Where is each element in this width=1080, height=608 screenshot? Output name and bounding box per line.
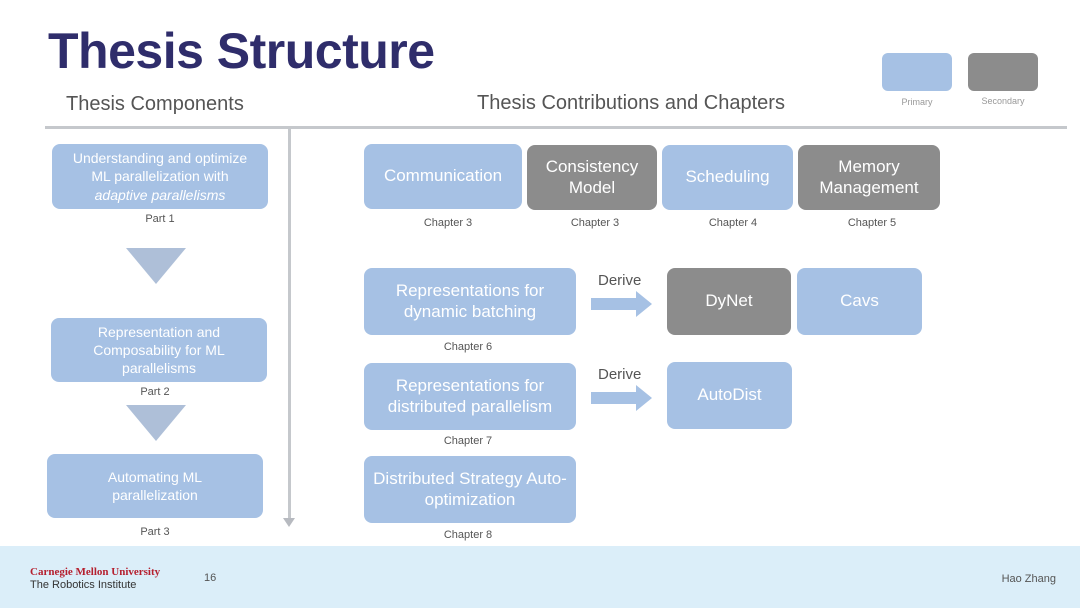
caption-distributed-parallelism: Chapter 7 (443, 435, 493, 447)
component-part-2: Representation and Composability for ML … (51, 318, 267, 382)
box-distributed-parallelism: Representations for distributed parallel… (364, 363, 576, 430)
box-dynamic-batching: Representations for dynamic batching (364, 268, 576, 335)
derive-arrow-icon (591, 392, 637, 404)
subtitle-thesis-components: Thesis Components (66, 93, 244, 115)
box-consistency-model: Consistency Model (527, 145, 657, 210)
down-arrow-icon (126, 405, 186, 441)
institute-name: The Robotics Institute (30, 579, 137, 591)
header-divider (45, 126, 1067, 129)
caption-strategy-auto-optimization: Chapter 8 (443, 529, 493, 541)
caption-consistency-model: Chapter 3 (570, 217, 620, 229)
component-part-3: Automating ML parallelization (47, 454, 263, 518)
box-scheduling: Scheduling (662, 145, 793, 210)
derive-arrow-head-icon (636, 385, 652, 411)
cmu-logo-text: Carnegie Mellon University (30, 566, 161, 578)
page-number: 16 (204, 572, 217, 584)
down-arrow-icon (126, 248, 186, 284)
derive-arrow-icon (591, 298, 637, 310)
box-communication: Communication (364, 144, 522, 209)
box-cavs: Cavs (797, 268, 922, 335)
timeline-divider (288, 128, 291, 520)
component-part-3-line-2: parallelization (112, 487, 198, 503)
box-autodist: AutoDist (667, 362, 792, 429)
component-part-1: Understanding and optimize ML paralleliz… (52, 144, 268, 209)
derive-label: Derive (598, 272, 642, 289)
slide-title: Thesis Structure (48, 23, 435, 79)
component-part-1-caption: Part 1 (145, 213, 175, 225)
timeline-arrow-icon (283, 518, 295, 527)
legend-secondary-label: Secondary (981, 96, 1025, 106)
legend-primary-label: Primary (901, 97, 933, 107)
component-part-2-line-3: parallelisms (122, 360, 196, 377)
component-part-2-line-2: Composability for ML (93, 341, 225, 358)
box-memory-management: Memory Management (798, 145, 940, 210)
subtitle-contributions: Thesis Contributions and Chapters (477, 92, 785, 114)
component-part-3-line-1: Automating ML (107, 468, 203, 485)
box-strategy-auto-optimization: Distributed Strategy Auto-optimization (364, 456, 576, 523)
footer-bar: Carnegie Mellon University The Robotics … (0, 546, 1080, 608)
caption-memory-management: Chapter 5 (847, 217, 897, 229)
derive-label: Derive (598, 366, 642, 383)
component-part-1-line-1: Understanding and optimize (72, 150, 248, 167)
component-part-2-line-1: Representation and (97, 323, 221, 340)
caption-scheduling: Chapter 4 (708, 217, 758, 229)
caption-communication: Chapter 3 (423, 217, 473, 229)
component-part-3-caption: Part 3 (140, 526, 170, 538)
box-dynet: DyNet (667, 268, 791, 335)
author-name: Hao Zhang (1001, 573, 1056, 585)
component-part-1-line-2: ML parallelization with (91, 168, 229, 185)
component-part-2-caption: Part 2 (140, 386, 170, 398)
component-part-1-italic: adaptive parallelisms (94, 186, 226, 203)
derive-arrow-head-icon (636, 291, 652, 317)
caption-dynamic-batching: Chapter 6 (443, 341, 493, 353)
legend-primary-swatch (882, 53, 952, 91)
legend-secondary-swatch (968, 53, 1038, 91)
